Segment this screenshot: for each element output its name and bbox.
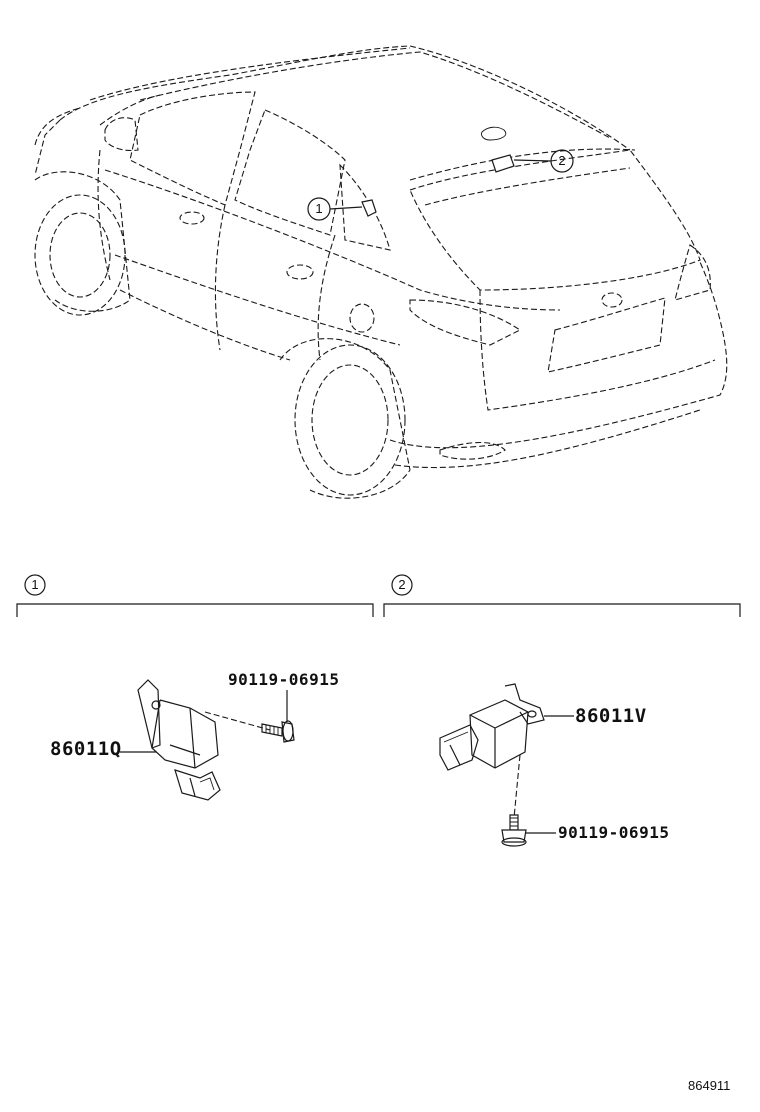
section-2-header	[383, 574, 741, 617]
callout-2-number: 2	[558, 153, 566, 168]
callout-1-number: 1	[315, 201, 323, 216]
part-number-bolt-2: 90119-06915	[558, 823, 670, 842]
part-number-86011q: 86011Q	[50, 738, 122, 760]
section-2-number: 2	[398, 577, 406, 592]
diagram-reference-number: 864911	[688, 1078, 731, 1093]
callout-1-marker	[307, 197, 363, 221]
sensor-86011q-drawing	[120, 679, 295, 801]
part-number-86011v: 86011V	[575, 705, 647, 727]
sensor-86011v-drawing	[439, 683, 574, 847]
section-1-number: 1	[31, 577, 39, 592]
vehicle-illustration	[34, 45, 728, 499]
section-1-header	[16, 574, 374, 617]
part-number-bolt-1: 90119-06915	[228, 670, 340, 689]
callout-2-marker	[513, 149, 574, 173]
